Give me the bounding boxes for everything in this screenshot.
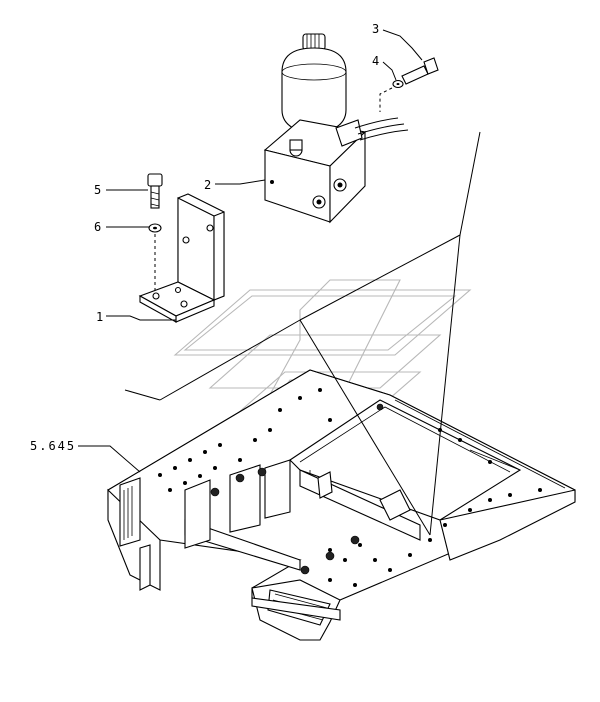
callout-2: 2 xyxy=(204,178,213,192)
callout-6: 6 xyxy=(94,220,103,234)
bolt-3 xyxy=(401,57,439,85)
callout-reference-5-645: 5.645 xyxy=(30,439,76,453)
screw-5 xyxy=(147,173,163,209)
frame-chassis xyxy=(107,369,576,641)
reference-lines xyxy=(124,131,481,536)
callout-3: 3 xyxy=(372,22,381,36)
washer-6 xyxy=(148,223,162,233)
callout-5: 5 xyxy=(94,183,103,197)
washer-4 xyxy=(392,79,404,89)
leader-lines xyxy=(78,29,423,473)
bracket-1 xyxy=(138,193,225,323)
callout-1: 1 xyxy=(96,310,105,324)
valve-assembly xyxy=(263,33,409,224)
callout-4: 4 xyxy=(372,54,381,68)
deck-holes xyxy=(158,388,542,587)
